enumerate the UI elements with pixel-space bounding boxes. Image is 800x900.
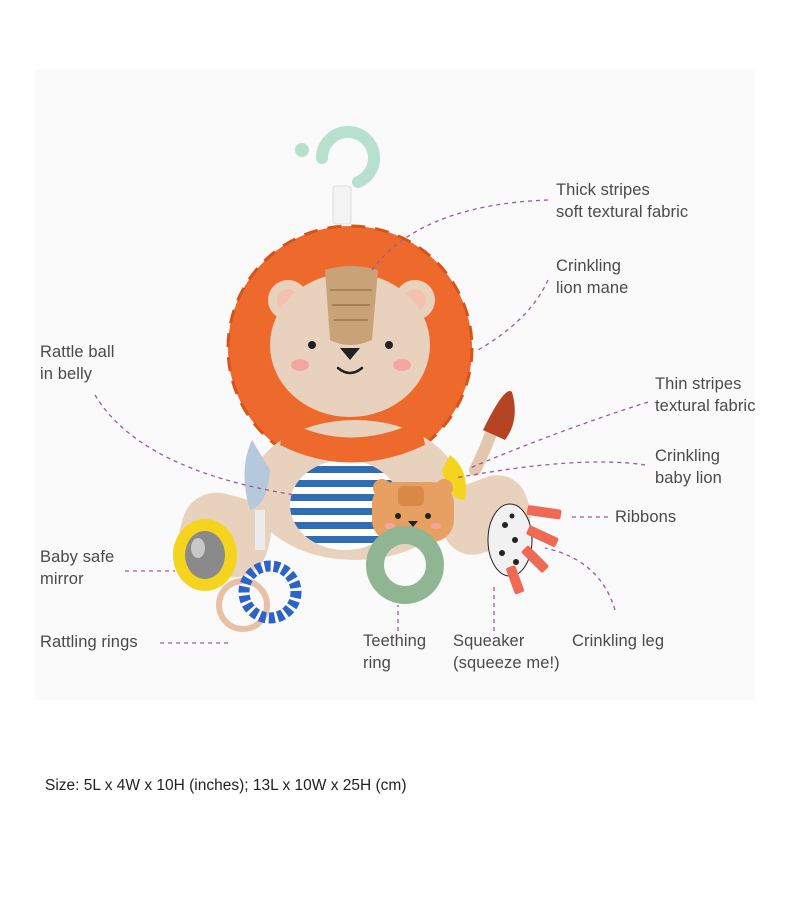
label-teething-ring: Teething ring — [363, 632, 427, 672]
label-squeaker: Squeaker (squeeze me!) — [453, 632, 560, 672]
lion-tail-icon — [469, 391, 515, 476]
left-arm-icon — [244, 440, 270, 510]
label-thick-stripes: Thick stripes soft textural fabric — [556, 181, 689, 221]
baby-mirror-icon — [173, 519, 237, 591]
teething-ring-icon — [366, 526, 444, 604]
hanging-hook-icon — [295, 126, 380, 225]
leader-rattle-ball — [94, 394, 296, 496]
leader-crinkling-baby-lion — [454, 461, 646, 479]
leader-crinkling-mane — [477, 279, 549, 351]
ribbons-icon — [506, 505, 562, 595]
collar-icon — [280, 420, 425, 463]
label-ribbons: Ribbons — [615, 508, 677, 526]
label-thin-stripes: Thin stripes textural fabric — [655, 375, 756, 415]
label-baby-safe-mirror: Baby safe mirror — [40, 548, 115, 588]
size-text: Size: 5L x 4W x 10H (inches); 13L x 10W … — [45, 777, 407, 794]
leader-crinkling-leg — [544, 547, 616, 611]
striped-belly-icon — [290, 460, 400, 550]
leader-lines — [94, 199, 649, 644]
rattling-rings-icon — [216, 510, 302, 632]
label-crinkling-mane: Crinkling lion mane — [556, 257, 629, 297]
lion-head-icon — [268, 266, 435, 417]
baby-lion-icon — [372, 479, 454, 542]
label-crinkling-leg: Crinkling leg — [572, 632, 665, 650]
right-arm-icon — [442, 455, 466, 500]
label-rattling-rings: Rattling rings — [40, 633, 138, 651]
label-rattle-ball: Rattle ball in belly — [40, 343, 115, 383]
label-crinkling-baby-lion: Crinkling baby lion — [655, 447, 722, 487]
